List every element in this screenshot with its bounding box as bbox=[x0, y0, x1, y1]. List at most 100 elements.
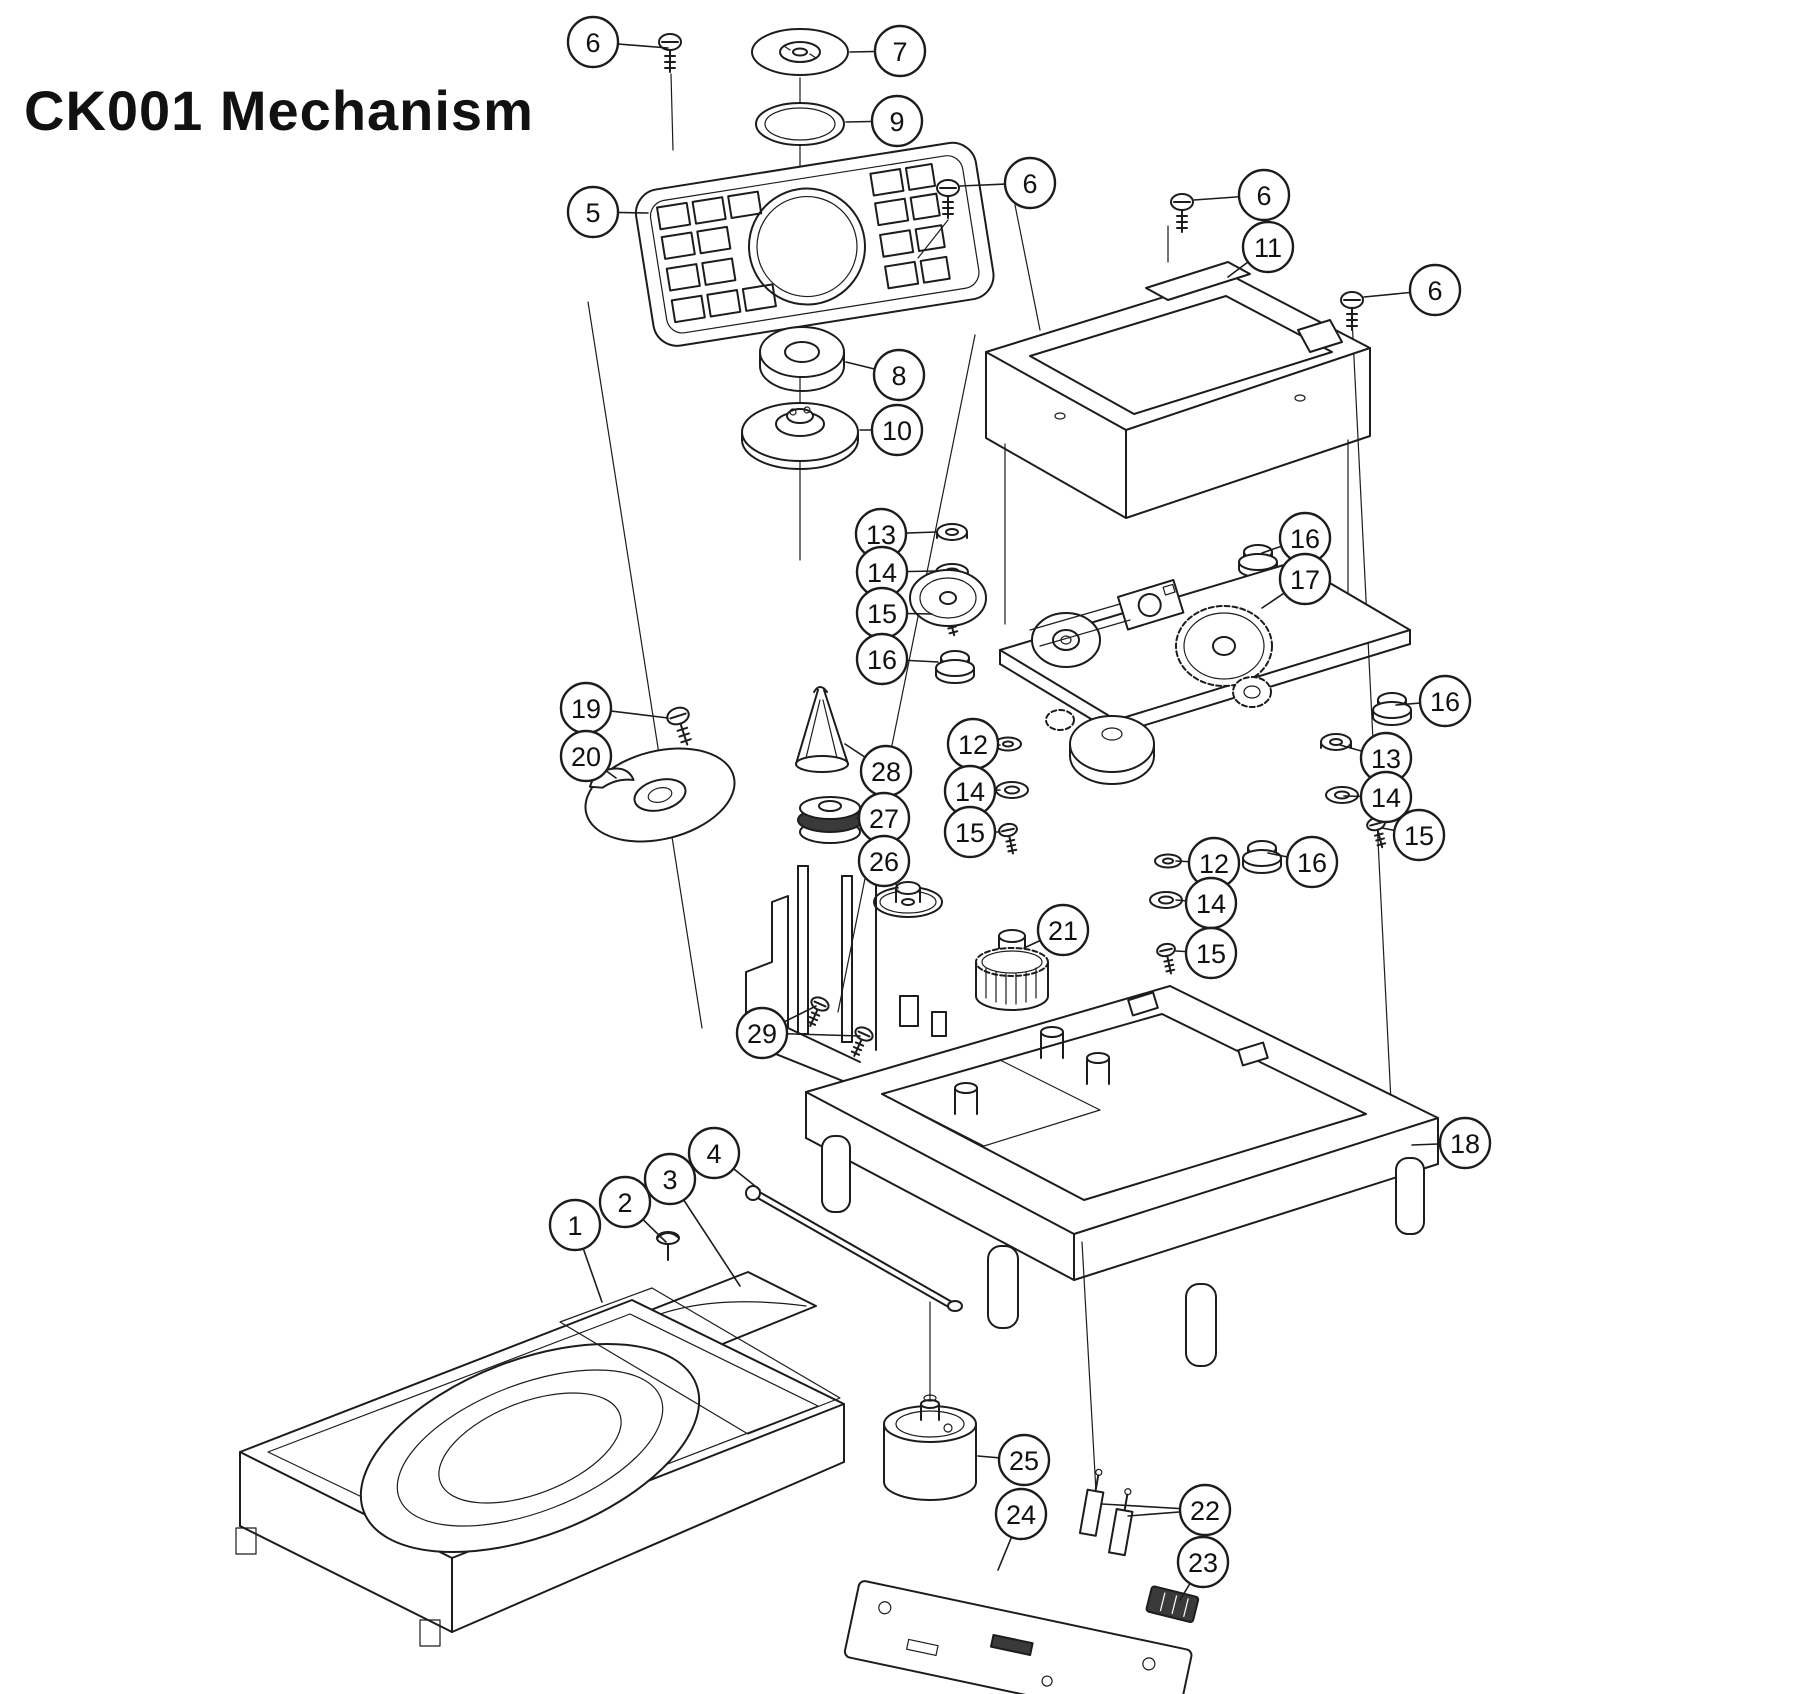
callout-number: 6 bbox=[585, 28, 600, 58]
callout-number: 9 bbox=[889, 107, 904, 137]
callout-balloon bbox=[598, 1175, 652, 1229]
callout-15: 15 bbox=[1175, 926, 1238, 980]
callout-number: 7 bbox=[892, 37, 907, 67]
callout-1: 1 bbox=[548, 1198, 603, 1303]
callout-25: 25 bbox=[977, 1433, 1051, 1487]
callout-number: 29 bbox=[747, 1019, 777, 1049]
callout-number: 18 bbox=[1450, 1129, 1480, 1159]
callout-number: 12 bbox=[1199, 849, 1229, 879]
turntable-part10 bbox=[741, 402, 859, 470]
screw-part2 bbox=[656, 1231, 680, 1261]
tray-part1 bbox=[235, 1287, 845, 1647]
callout-number: 22 bbox=[1190, 1496, 1220, 1526]
callout-balloon bbox=[857, 834, 911, 888]
callout-8: 8 bbox=[845, 348, 926, 402]
cup-washer-part13 bbox=[936, 523, 968, 541]
callout-number: 1 bbox=[567, 1211, 582, 1241]
callout-number: 13 bbox=[1371, 744, 1401, 774]
callout-number: 15 bbox=[1404, 821, 1434, 851]
callout-number: 2 bbox=[617, 1188, 632, 1218]
clamper-part8 bbox=[759, 326, 845, 392]
screw6-axis bbox=[670, 73, 674, 151]
callout-14: 14 bbox=[943, 764, 1001, 818]
callout-balloon bbox=[855, 632, 909, 686]
screw-part15 bbox=[1154, 941, 1181, 977]
callout-number: 23 bbox=[1188, 1548, 1218, 1578]
callout-balloon bbox=[870, 94, 924, 148]
callout-number: 14 bbox=[867, 558, 897, 588]
screw-part6 bbox=[1170, 193, 1194, 233]
callout-number: 6 bbox=[1256, 181, 1271, 211]
callout-6: 6 bbox=[566, 15, 669, 69]
roller-part26 bbox=[873, 881, 943, 918]
disc-part7 bbox=[751, 28, 849, 76]
callout-balloon bbox=[1438, 1116, 1492, 1170]
callout-number: 28 bbox=[871, 757, 901, 787]
connector-part23 bbox=[1145, 1585, 1200, 1624]
callout-11: 11 bbox=[1227, 220, 1295, 278]
callout-balloon bbox=[1278, 552, 1332, 606]
grille-plate-part5 bbox=[634, 141, 995, 347]
callout-balloon bbox=[1036, 903, 1090, 957]
callout-12: 12 bbox=[1175, 836, 1241, 890]
top-frame-part11 bbox=[985, 261, 1371, 519]
screw-part6 bbox=[658, 33, 682, 73]
callout-balloon bbox=[1178, 1483, 1232, 1537]
callout-balloon bbox=[873, 24, 927, 78]
callout-balloon bbox=[870, 403, 924, 457]
callout-23: 23 bbox=[1176, 1535, 1230, 1601]
screw-part15 bbox=[996, 821, 1023, 857]
callout-balloon bbox=[1184, 926, 1238, 980]
callout-number: 19 bbox=[571, 694, 601, 724]
callout-balloon bbox=[1418, 674, 1472, 728]
callout-balloon bbox=[548, 1198, 602, 1252]
callout-number: 16 bbox=[867, 645, 897, 675]
callout-number: 26 bbox=[869, 847, 899, 877]
pcb-part24 bbox=[843, 1580, 1193, 1694]
callout-21: 21 bbox=[1023, 903, 1090, 957]
callout-balloon bbox=[566, 185, 620, 239]
screw-part19 bbox=[664, 703, 699, 749]
callout-2: 2 bbox=[598, 1175, 667, 1243]
callout-16: 16 bbox=[855, 632, 939, 686]
callout-balloon bbox=[559, 729, 613, 783]
callout-13: 13 bbox=[854, 507, 937, 561]
callout-5: 5 bbox=[566, 185, 649, 239]
callout-number: 16 bbox=[1297, 848, 1327, 878]
callout-number: 8 bbox=[891, 361, 906, 391]
motor-part25 bbox=[883, 1394, 977, 1501]
screw6-axis bbox=[917, 219, 949, 259]
callout-number: 15 bbox=[955, 818, 985, 848]
callout-number: 4 bbox=[706, 1139, 721, 1169]
callout-number: 5 bbox=[585, 198, 600, 228]
callout-balloon bbox=[1408, 263, 1462, 317]
callout-6: 6 bbox=[959, 156, 1057, 210]
callout-number: 21 bbox=[1048, 916, 1078, 946]
callout-number: 14 bbox=[1196, 889, 1226, 919]
callout-28: 28 bbox=[844, 743, 913, 798]
callout-balloon bbox=[735, 1006, 789, 1060]
callout-29: 29 bbox=[735, 1005, 861, 1060]
callout-number: 10 bbox=[882, 416, 912, 446]
callout-balloon bbox=[1003, 156, 1057, 210]
callout-27: 27 bbox=[855, 791, 911, 845]
callout-number: 16 bbox=[1430, 687, 1460, 717]
ring-part9 bbox=[755, 102, 845, 146]
callout-number: 16 bbox=[1290, 524, 1320, 554]
damper-part16 bbox=[1242, 840, 1282, 874]
page-title: CK001 Mechanism bbox=[24, 79, 534, 142]
callout-number: 6 bbox=[1427, 276, 1442, 306]
callout-3: 3 bbox=[643, 1152, 741, 1287]
callout-number: 14 bbox=[1371, 783, 1401, 813]
callout-balloon bbox=[872, 348, 926, 402]
callout-number: 20 bbox=[571, 742, 601, 772]
callout-balloon bbox=[994, 1487, 1048, 1541]
projection-lines bbox=[587, 77, 1393, 1493]
callout-17: 17 bbox=[1261, 552, 1332, 609]
callout-18: 18 bbox=[1411, 1116, 1492, 1170]
screw-part29 bbox=[801, 993, 832, 1031]
damper-part16 bbox=[935, 650, 975, 684]
shaft-part4 bbox=[745, 1185, 963, 1312]
callout-number: 11 bbox=[1254, 233, 1282, 263]
callout-6: 6 bbox=[1193, 168, 1291, 222]
